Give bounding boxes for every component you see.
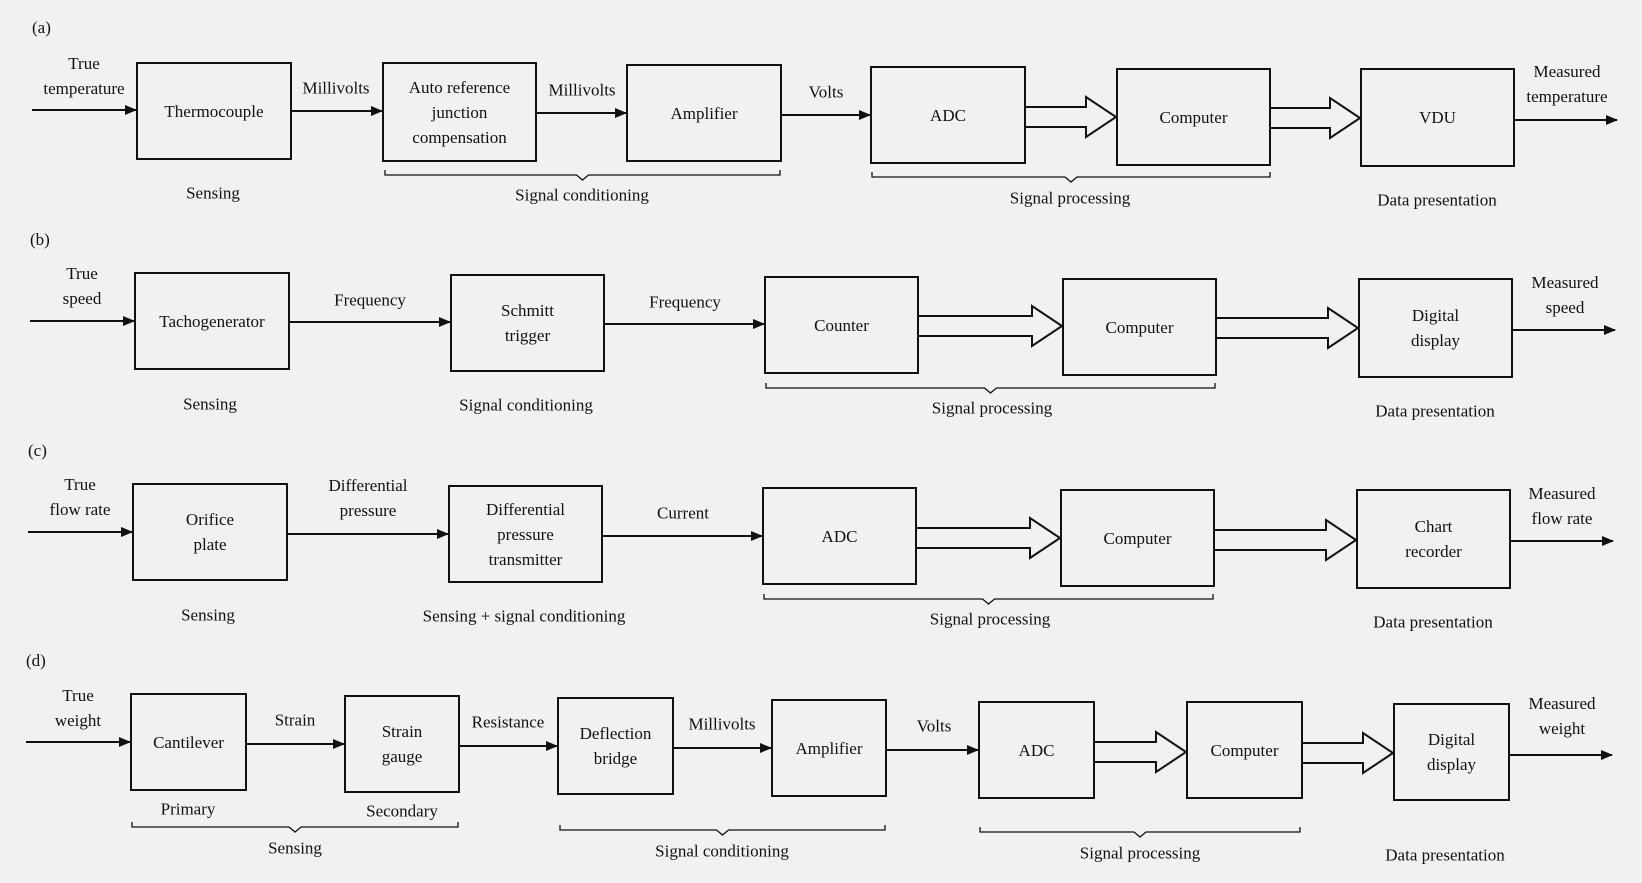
block-vdu: VDU [1360, 68, 1515, 167]
group-brace [979, 827, 1301, 838]
block-digital-display: Digital display [1393, 703, 1510, 801]
data-arrow [1271, 96, 1362, 140]
input-label: True temperature [43, 54, 125, 98]
group-label: Signal processing [1009, 188, 1131, 208]
block-chart-recorder: Chart recorder [1356, 489, 1511, 589]
output-label: Measured temperature [1526, 62, 1608, 106]
block-tachogenerator: Tachogenerator [134, 272, 290, 370]
block-schmitt-trigger: Schmitt trigger [450, 274, 605, 372]
signal-label: Volts [916, 716, 952, 736]
data-arrow [917, 516, 1062, 560]
block-computer: Computer [1062, 278, 1217, 376]
block-cantilever: Cantilever [130, 693, 247, 791]
group-label: Data presentation [1377, 190, 1497, 210]
signal-label: Millivolts [548, 80, 616, 100]
group-label: Signal processing [929, 609, 1051, 629]
input-label: True weight [54, 686, 102, 730]
group-label: Data presentation [1375, 401, 1495, 421]
output-label: Measured flow rate [1528, 484, 1596, 528]
row-label-a: (a) [32, 18, 51, 37]
block-adc: ADC [870, 66, 1026, 164]
data-arrow [1215, 518, 1358, 562]
row-label-b: (b) [30, 230, 50, 249]
block-dp-transmitter: Differential pressure transmitter [448, 485, 603, 583]
group-label: Signal conditioning [655, 841, 789, 861]
group-label: Sensing [181, 605, 235, 625]
block-computer: Computer [1116, 68, 1271, 166]
signal-label: Current [657, 503, 709, 523]
block-adc: ADC [978, 701, 1095, 799]
block-counter: Counter [764, 276, 919, 374]
block-deflection-bridge: Deflection bridge [557, 697, 674, 795]
signal-label: Strain [274, 710, 316, 730]
group-label: Sensing + signal conditioning [422, 606, 626, 626]
block-adc: ADC [762, 487, 917, 585]
block-orifice-plate: Orifice plate [132, 483, 288, 581]
block-amplifier: Amplifier [771, 699, 887, 797]
data-arrow [1095, 730, 1188, 774]
block-amplifier: Amplifier [626, 64, 782, 162]
signal-label: Differential pressure [328, 476, 408, 520]
group-label: Signal processing [931, 398, 1053, 418]
sublabel-primary: Primary [160, 799, 216, 819]
block-computer: Computer [1060, 489, 1215, 587]
data-arrow [1217, 306, 1360, 350]
output-label: Measured weight [1528, 694, 1596, 738]
signal-label: Frequency [334, 290, 406, 310]
signal-label: Resistance [471, 712, 545, 732]
group-label: Sensing [268, 838, 322, 858]
data-arrow [1303, 731, 1395, 775]
block-thermocouple: Thermocouple [136, 62, 292, 160]
group-label: Signal conditioning [459, 395, 593, 415]
group-label: Signal conditioning [515, 185, 649, 205]
group-brace [131, 822, 459, 833]
group-label: Sensing [186, 183, 240, 203]
block-cjc: Auto reference junction compensation [382, 62, 537, 162]
signal-label: Millivolts [302, 78, 370, 98]
group-brace [384, 170, 781, 181]
input-label: True flow rate [49, 475, 111, 519]
data-arrow [919, 304, 1064, 348]
group-brace [559, 825, 886, 836]
block-computer: Computer [1186, 701, 1303, 799]
signal-label: Volts [808, 82, 844, 102]
group-brace [871, 172, 1271, 183]
output-label: Measured speed [1531, 273, 1599, 317]
group-brace [765, 383, 1216, 394]
row-label-d: (d) [26, 651, 46, 670]
block-strain-gauge: Strain gauge [344, 695, 460, 793]
group-brace [763, 594, 1214, 605]
data-arrow [1026, 95, 1118, 139]
signal-label: Millivolts [688, 714, 756, 734]
group-label: Sensing [183, 394, 237, 414]
signal-label: Frequency [649, 292, 721, 312]
sublabel-secondary: Secondary [366, 801, 438, 821]
group-label: Data presentation [1373, 612, 1493, 632]
input-label: True speed [62, 264, 102, 308]
block-digital-display: Digital display [1358, 278, 1513, 378]
group-label: Data presentation [1385, 845, 1505, 865]
row-label-c: (c) [28, 441, 47, 460]
group-label: Signal processing [1079, 843, 1201, 863]
